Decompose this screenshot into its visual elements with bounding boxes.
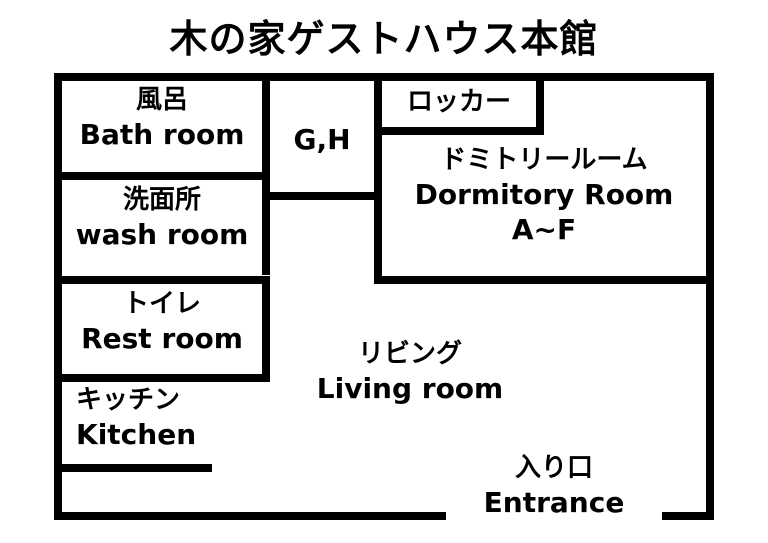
wash-room-label-en: wash room	[75, 217, 249, 251]
bath-room-label: 風呂 Bath room	[62, 84, 262, 152]
living-room-label-en: Living room	[316, 371, 504, 405]
kitchen-label-en: Kitchen	[76, 417, 197, 451]
living-room-label-jp: リビング	[357, 339, 462, 369]
dormitory-label-en: Dormitory Room	[414, 177, 674, 211]
gh-room-label: G,H	[270, 122, 374, 157]
entrance-label: 入り口 Entrance	[454, 452, 654, 520]
wash-room-label-jp: 洗面所	[122, 185, 201, 215]
entrance-label-en: Entrance	[483, 485, 625, 519]
kitchen-label: キッチン Kitchen	[76, 384, 196, 452]
rest-room-label: トイレ Rest room	[62, 288, 262, 356]
entrance-label-jp: 入り口	[514, 453, 593, 483]
bath-room-label-jp: 風呂	[135, 85, 188, 115]
rest-room-label-jp: トイレ	[122, 289, 201, 319]
dormitory-label-jp: ドミトリールーム	[440, 145, 648, 175]
wash-room-label: 洗面所 wash room	[62, 184, 262, 252]
locker-label: ロッカー	[382, 86, 536, 119]
gh-room-label-text: G,H	[293, 123, 351, 156]
dormitory-label-sub: A~F	[511, 212, 577, 246]
locker-label-jp: ロッカー	[406, 87, 511, 117]
living-room-label: リビング Living room	[290, 338, 530, 406]
dormitory-room-label: ドミトリールーム Dormitory Room A~F	[382, 144, 706, 247]
rest-room-label-en: Rest room	[81, 321, 243, 355]
kitchen-label-jp: キッチン	[76, 385, 181, 415]
floor-plan-title: 木の家ゲストハウス本館	[169, 17, 599, 61]
bath-room-label-en: Bath room	[79, 117, 245, 151]
